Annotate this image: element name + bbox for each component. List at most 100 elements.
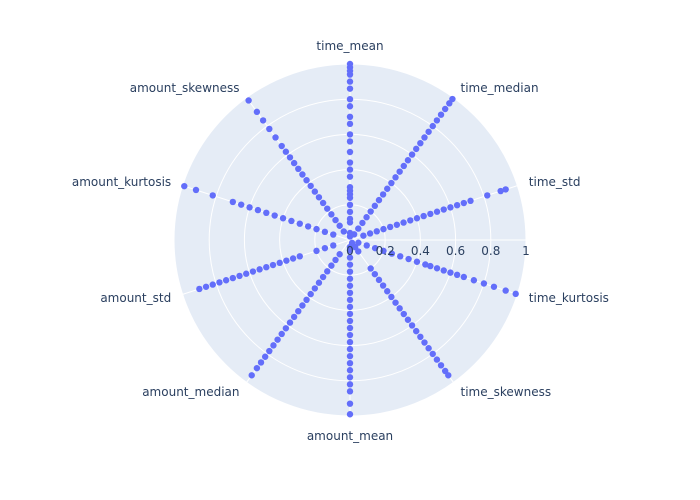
data-point <box>497 187 504 195</box>
data-point <box>408 151 416 158</box>
data-point <box>315 279 323 286</box>
data-point <box>355 248 362 255</box>
data-point <box>346 184 354 191</box>
angular-tick-label: amount_median <box>142 385 239 399</box>
data-point <box>346 247 354 254</box>
data-point <box>245 97 252 104</box>
data-point <box>396 168 403 175</box>
data-point <box>417 139 424 147</box>
data-point <box>420 212 427 220</box>
data-point <box>236 272 243 280</box>
data-point <box>379 191 387 198</box>
radial-tick-label: 0.2 <box>376 244 395 258</box>
data-point <box>413 258 421 265</box>
data-point <box>346 352 354 360</box>
data-point <box>259 117 267 124</box>
data-point <box>321 228 329 236</box>
data-point <box>363 242 370 249</box>
data-point <box>447 204 454 211</box>
data-point <box>373 228 380 235</box>
data-point <box>388 250 396 257</box>
data-point <box>433 265 441 272</box>
data-point <box>346 159 354 166</box>
data-point <box>307 290 314 298</box>
angular-tick-label: time_std <box>529 175 581 189</box>
data-point <box>346 360 354 367</box>
data-point <box>460 273 468 281</box>
data-point <box>290 313 298 321</box>
data-point <box>336 251 343 258</box>
data-point <box>427 262 434 270</box>
data-point <box>276 259 283 267</box>
data-point <box>289 255 297 262</box>
data-point <box>263 209 270 217</box>
data-point <box>299 171 306 178</box>
data-point <box>216 279 223 286</box>
data-point <box>346 208 354 216</box>
data-point <box>266 125 273 133</box>
data-point <box>295 307 302 315</box>
data-point <box>407 217 414 224</box>
data-point <box>375 276 383 284</box>
data-point <box>229 198 237 206</box>
data-point <box>467 197 474 205</box>
data-point <box>384 185 391 192</box>
data-point <box>196 285 203 293</box>
angular-tick-label: amount_std <box>100 291 171 305</box>
data-point <box>427 210 434 218</box>
data-point <box>328 211 335 218</box>
data-point <box>321 244 329 252</box>
data-point <box>470 277 478 284</box>
data-point <box>346 282 354 289</box>
data-point <box>295 165 302 173</box>
data-point <box>346 254 354 261</box>
data-point <box>330 231 337 238</box>
data-point <box>299 302 306 309</box>
data-point <box>429 350 436 358</box>
angular-tick-label: time_skewness <box>461 385 552 399</box>
data-point <box>263 263 270 271</box>
radial-tick-label: 0.4 <box>411 244 430 258</box>
data-point <box>421 339 428 346</box>
data-point <box>272 134 279 141</box>
data-point <box>346 113 354 121</box>
data-point <box>400 162 407 170</box>
data-point <box>253 108 261 116</box>
data-point <box>256 266 263 273</box>
data-point <box>283 257 290 264</box>
data-point <box>324 205 331 212</box>
data-point <box>346 296 354 304</box>
data-point <box>440 267 447 274</box>
data-point <box>319 273 327 281</box>
data-point <box>371 202 379 210</box>
data-point <box>346 166 354 173</box>
data-point <box>346 310 354 318</box>
angular-tick-label: amount_kurtosis <box>72 175 171 189</box>
radial-tick-label: 1 <box>522 244 530 258</box>
data-point <box>371 244 379 252</box>
data-point <box>367 265 374 272</box>
data-point <box>278 142 285 150</box>
data-point <box>346 103 354 110</box>
data-point <box>355 239 362 246</box>
data-point <box>238 201 245 208</box>
data-point <box>340 228 347 235</box>
data-point <box>346 201 354 208</box>
data-point <box>282 325 290 332</box>
data-point <box>346 324 354 332</box>
data-point <box>392 299 399 306</box>
data-point <box>303 296 310 303</box>
data-point <box>346 120 354 128</box>
data-point <box>375 196 383 204</box>
data-point <box>290 159 298 167</box>
data-points <box>181 60 519 418</box>
data-point <box>437 111 445 118</box>
data-point <box>379 282 387 289</box>
angular-tick-label: amount_skewness <box>130 81 240 95</box>
data-point <box>346 261 354 268</box>
data-point <box>209 192 216 199</box>
data-point <box>346 138 354 145</box>
data-point <box>222 277 230 284</box>
data-point <box>367 208 374 215</box>
